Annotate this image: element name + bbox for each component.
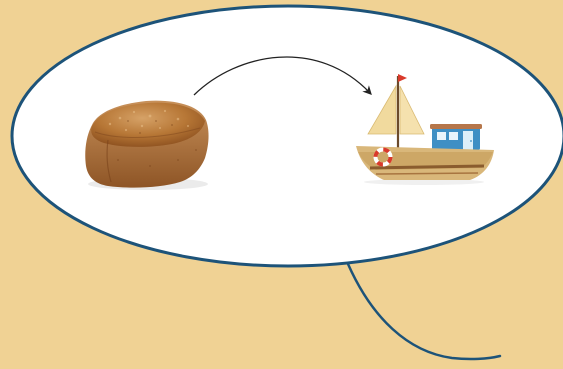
sailboat-icon — [356, 74, 494, 185]
thought-bubble — [10, 4, 563, 268]
life-ring-icon — [373, 147, 393, 167]
bubble-tail — [346, 262, 502, 361]
flag-icon — [398, 74, 407, 82]
arrow-icon — [193, 56, 372, 96]
bread-icon — [85, 100, 209, 190]
